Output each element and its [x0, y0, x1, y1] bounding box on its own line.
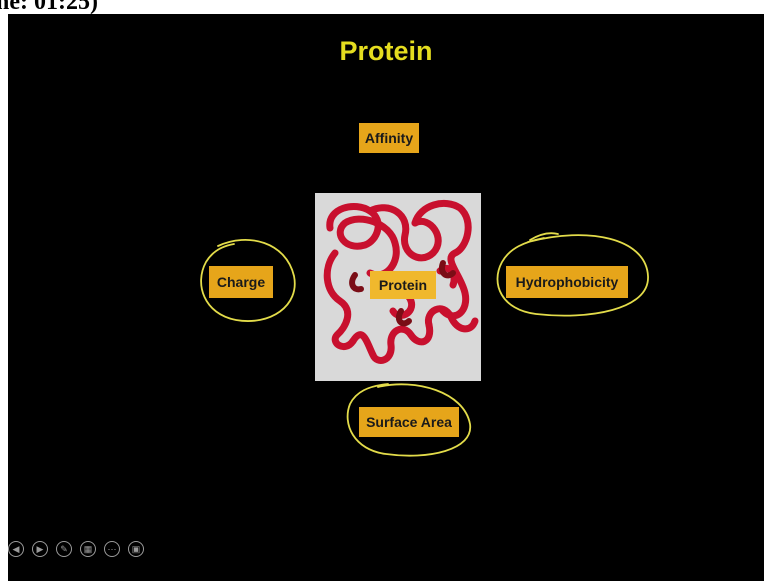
- next-icon[interactable]: ▶: [32, 541, 48, 557]
- timestamp-caption: ne: 01:25): [0, 0, 98, 14]
- charge-circle-annotation: [201, 240, 295, 321]
- caption-strip: ne: 01:25): [0, 0, 764, 14]
- slideshow-controls: ◀ ▶ ✎ ▦ ⋯ ▣: [8, 541, 144, 559]
- more-options-icon[interactable]: ⋯: [104, 541, 120, 557]
- hydrophobicity-circle-annotation: [497, 235, 648, 316]
- handwritten-annotations: [8, 14, 764, 581]
- pen-icon[interactable]: ✎: [56, 541, 72, 557]
- view-slides-icon[interactable]: ▦: [80, 541, 96, 557]
- display-settings-icon[interactable]: ▣: [128, 541, 144, 557]
- surface-area-circle-annotation: [348, 384, 471, 456]
- presentation-slide: Protein Affinity Protein Charge Hydropho…: [8, 14, 764, 581]
- previous-icon[interactable]: ◀: [8, 541, 24, 557]
